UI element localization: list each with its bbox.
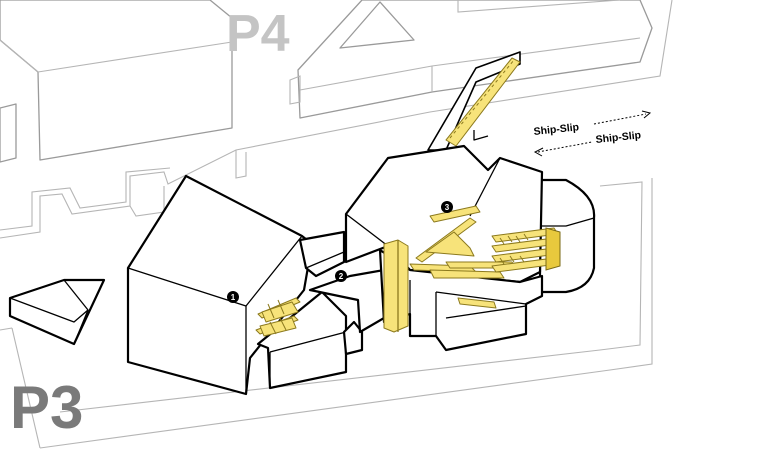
stairs-building-1 [255,297,301,337]
street-edge-upper [0,0,673,239]
context-block-top-right [297,0,653,119]
small-block-left [8,278,106,346]
plot-label-p3: P3 [10,374,83,441]
context-block-top-left [0,0,233,161]
building-1 [126,174,364,396]
stairs-building-3 [383,205,561,333]
marker-3-label: 3 [445,203,450,212]
building-1-mass [126,174,314,396]
ship-slip-annotation-lower: Ship-Slip [533,129,642,157]
marker-2: 2 [335,270,347,282]
circulation-core [383,239,409,333]
context-slab-left [0,103,17,163]
arrow-right-icon [641,110,652,119]
marker-1: 1 [227,291,239,303]
context-buildings [0,0,673,449]
plot-edge-p3 [0,181,643,413]
ship-slip-upper-label: Ship-Slip [533,121,580,138]
marker-1-label: 1 [231,293,236,302]
marker-2-label: 2 [339,272,344,281]
marker-3: 3 [441,201,453,213]
plot-label-p4: P4 [226,5,290,63]
ship-slip-annotation-upper: Ship-Slip [533,110,652,138]
ship-slip-lower-label: Ship-Slip [595,129,642,146]
arrow-left-icon [533,147,544,157]
